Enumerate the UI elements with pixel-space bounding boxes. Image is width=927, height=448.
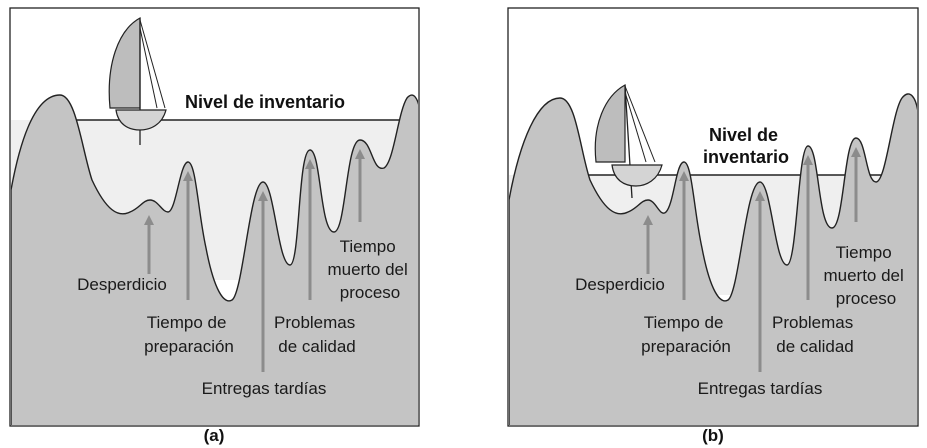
panel-b-mainsail xyxy=(594,83,626,163)
panel-b-label-waste: Desperdicio xyxy=(575,275,665,294)
panel-a-label-downtime: Tiempo muerto del proceso xyxy=(327,237,412,302)
panel-b-inventory-label: Nivel de inventario xyxy=(703,125,789,167)
panel-a: Nivel de inventario Desperdicio Tiempo d… xyxy=(9,7,420,445)
panel-a-label-setup: Tiempo de preparación xyxy=(144,313,234,356)
panel-a-label-late: Entregas tardías xyxy=(202,379,327,398)
panel-b-caption: (b) xyxy=(702,426,724,445)
panel-b-sailboat xyxy=(594,83,663,199)
panel-a-rocks xyxy=(11,94,418,425)
panel-b: Nivel de inventario Desperdicio Tiempo d… xyxy=(507,7,919,445)
panel-b-rocks xyxy=(509,93,917,425)
panel-a-sailboat xyxy=(108,16,167,145)
panel-a-label-waste: Desperdicio xyxy=(77,275,167,294)
panel-b-label-late: Entregas tardías xyxy=(698,379,823,398)
panel-a-inventory-label: Nivel de inventario xyxy=(185,92,345,112)
panel-b-label-quality: Problemas de calidad xyxy=(772,313,858,356)
panel-b-label-setup: Tiempo de preparación xyxy=(641,313,731,356)
panel-a-label-quality: Problemas de calidad xyxy=(274,313,360,356)
panel-a-caption: (a) xyxy=(204,426,225,445)
panel-a-mainsail xyxy=(108,16,141,109)
panel-a-hull xyxy=(115,109,167,131)
panel-b-hull xyxy=(611,164,663,187)
panel-b-label-downtime: Tiempo muerto del proceso xyxy=(823,243,908,308)
